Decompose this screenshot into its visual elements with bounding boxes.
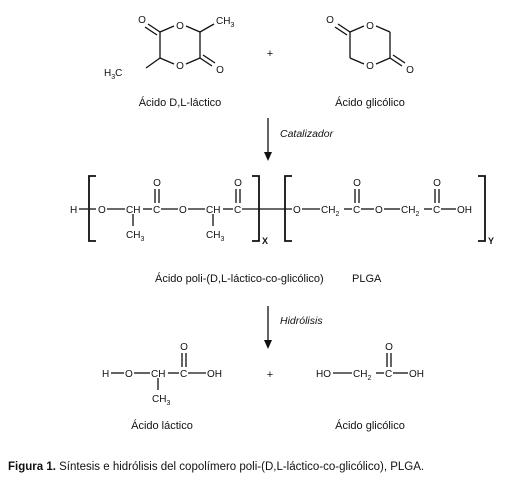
reaction-scheme: O O O CH3 H3C O Ácido D,L-láctico + O O … <box>70 15 494 432</box>
svg-text:CH2: CH2 <box>353 369 371 382</box>
lactide-carbonyl-oxygen-left: O <box>138 15 146 26</box>
plga-terminal-h: H <box>70 205 77 216</box>
svg-text:H: H <box>102 369 109 380</box>
svg-text:CH3: CH3 <box>126 230 144 243</box>
bracket-right-y-close <box>478 175 486 242</box>
lactide-methyl-right: CH3 <box>216 16 234 29</box>
glycolic-acid-label: Ácido glicólico <box>335 419 405 432</box>
repeat-count-x: X <box>262 236 268 246</box>
svg-text:O: O <box>293 205 301 216</box>
svg-text:C: C <box>234 205 241 216</box>
svg-text:OH: OH <box>207 369 222 380</box>
svg-text:CH2: CH2 <box>401 205 419 218</box>
figure-caption: Figura 1. Síntesis e hidrólisis del copo… <box>8 461 424 473</box>
reactants-plus: + <box>267 48 273 60</box>
svg-text:O: O <box>385 342 393 353</box>
svg-text:O: O <box>180 342 188 353</box>
svg-text:CH3: CH3 <box>152 394 170 407</box>
svg-text:C: C <box>433 205 440 216</box>
svg-text:HO: HO <box>316 369 331 380</box>
svg-text:C: C <box>180 369 187 380</box>
svg-text:CH: CH <box>151 369 165 380</box>
arrow-catalyst-head <box>264 152 272 161</box>
lactide-label: Ácido D,L-láctico <box>139 96 222 109</box>
svg-text:O: O <box>98 205 106 216</box>
glycolide-carbonyl-oxygen-right: O <box>406 65 414 76</box>
svg-text:C: C <box>353 205 360 216</box>
lactide-ring-oxygen-bottom: O <box>176 61 184 72</box>
lactic-acid-label: Ácido láctico <box>131 419 193 432</box>
svg-text:O: O <box>179 205 187 216</box>
svg-text:C: C <box>153 205 160 216</box>
lactide-methyl-left: H3C <box>104 68 122 81</box>
lactide-carbonyl-oxygen-right: O <box>216 65 224 76</box>
lactide-structure: O O O CH3 H3C O <box>104 15 234 81</box>
svg-text:CH: CH <box>206 205 220 216</box>
svg-text:O: O <box>375 205 383 216</box>
hydrolysis-condition: Hidrólisis <box>280 315 323 327</box>
lactide-ring-oxygen-top: O <box>176 21 184 32</box>
svg-text:O: O <box>234 178 242 189</box>
repeat-count-y: Y <box>488 236 494 246</box>
glycolide-ring-oxygen-bottom: O <box>366 61 374 72</box>
svg-text:O: O <box>125 369 133 380</box>
svg-text:CH: CH <box>126 205 140 216</box>
plga-structure: X Y H O CH C O CH C O CH2 C O CH2 C OH O <box>70 175 494 246</box>
svg-text:C: C <box>385 369 392 380</box>
svg-text:O: O <box>433 178 441 189</box>
glycolide-label: Ácido glicólico <box>335 96 405 109</box>
arrow-hydrolysis-head <box>264 340 272 349</box>
lactic-acid-structure: H O CH C OH O CH3 <box>102 342 222 407</box>
glycolide-carbonyl-oxygen-left: O <box>326 15 334 26</box>
products-plus: + <box>267 369 273 381</box>
svg-text:CH2: CH2 <box>321 205 339 218</box>
glycolic-acid-structure: HO CH2 C OH O <box>316 342 424 382</box>
glycolide-structure: O O O O <box>326 15 414 76</box>
plga-name-label: Ácido poli-(D,L-láctico-co-glicólico) <box>155 272 324 285</box>
svg-text:OH: OH <box>409 369 424 380</box>
glycolide-ring-oxygen-top: O <box>366 21 374 32</box>
svg-text:O: O <box>153 178 161 189</box>
plga-abbreviation: PLGA <box>352 273 382 285</box>
svg-text:CH3: CH3 <box>206 230 224 243</box>
plga-terminal-oh: OH <box>457 205 472 216</box>
figure-caption-text: Síntesis e hidrólisis del copolímero pol… <box>59 461 425 473</box>
svg-text:O: O <box>353 178 361 189</box>
figure-caption-label: Figura 1. <box>8 461 56 473</box>
catalyst-condition: Catalizador <box>280 128 334 140</box>
